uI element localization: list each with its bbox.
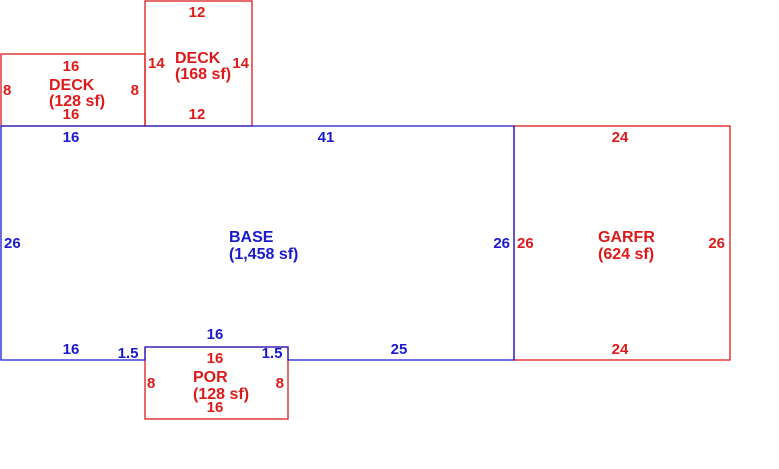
base-right-dim: 26 — [493, 235, 510, 252]
porch-left-dim: 8 — [147, 375, 155, 392]
deck-left-top-dim: 16 — [63, 58, 80, 75]
porch-area: (128 sf) — [193, 386, 249, 403]
garage-bottom-dim: 24 — [612, 341, 629, 358]
deck-left-label: DECK — [49, 77, 95, 94]
garage-top-dim: 24 — [612, 129, 629, 146]
deck-top-area: (168 sf) — [175, 66, 231, 83]
base-area: (1,458 sf) — [229, 246, 298, 263]
base-top-right-dim: 41 — [318, 129, 335, 146]
deck-top-label: DECK — [175, 50, 221, 67]
garage-area: (624 sf) — [598, 246, 654, 263]
deck-top-top-dim: 12 — [189, 4, 206, 21]
deck-top-bottom-dim: 12 — [189, 106, 206, 123]
deck-left-area: (128 sf) — [49, 93, 105, 110]
porch-right-dim: 8 — [276, 375, 284, 392]
garage-left-dim: 26 — [517, 235, 534, 252]
base-outline — [0, 125, 515, 361]
garage-right-dim: 26 — [708, 235, 725, 252]
base-bottom-middle-dim: 16 — [207, 326, 224, 343]
porch-top-dim: 16 — [207, 350, 224, 367]
deck-left-bottom-dim: 16 — [63, 106, 80, 123]
base-left-dim: 26 — [4, 235, 21, 252]
base-bottom-right-dim: 25 — [391, 341, 408, 358]
deck-top-left-dim: 14 — [148, 55, 165, 72]
porch-bottom-dim: 16 — [207, 399, 224, 416]
base-top-left-dim: 16 — [63, 129, 80, 146]
deck-top-right-dim: 14 — [232, 55, 249, 72]
base-label: BASE — [229, 229, 274, 246]
deck-left-left-dim: 8 — [3, 82, 11, 99]
garage-label: GARFR — [598, 229, 655, 246]
base-bottom-left-dim: 16 — [63, 341, 80, 358]
base-bottom-step-right-dim: 1.5 — [262, 345, 283, 362]
base-bottom-step-left-dim: 1.5 — [118, 345, 139, 362]
porch-label: POR — [193, 369, 228, 386]
deck-left-right-dim: 8 — [131, 82, 139, 99]
